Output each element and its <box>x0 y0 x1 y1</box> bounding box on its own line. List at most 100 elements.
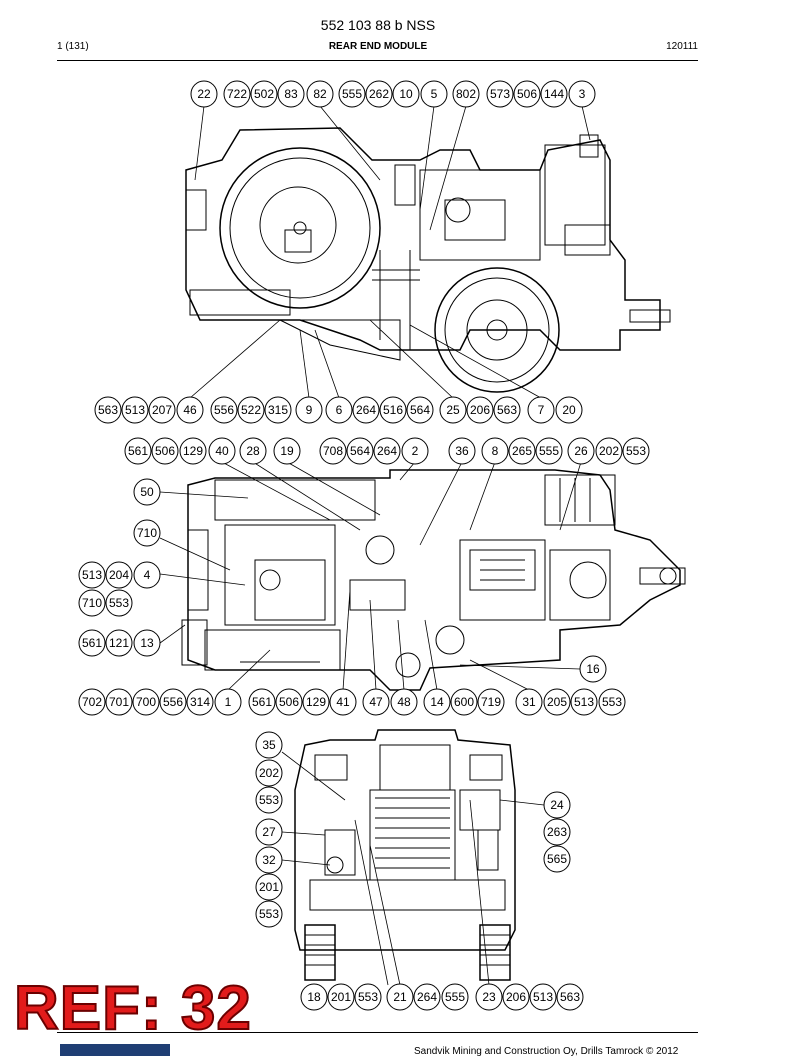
svg-text:553: 553 <box>626 444 646 458</box>
callout-bubble: 556 <box>210 396 238 424</box>
callout-bubble: 262 <box>365 80 393 108</box>
callout-bubble: 561 <box>248 688 276 716</box>
callout-bubble: 513 <box>78 561 106 589</box>
svg-text:553: 553 <box>259 907 279 921</box>
callout-bubble: 40 <box>208 437 236 465</box>
callout-bubble: 28 <box>239 437 267 465</box>
copyright-notice: Sandvik Mining and Construction Oy, Dril… <box>414 1046 679 1057</box>
callout-bubble: 36 <box>448 437 476 465</box>
svg-text:23: 23 <box>482 990 496 1004</box>
svg-text:553: 553 <box>109 596 129 610</box>
callout-bubble: 553 <box>622 437 650 465</box>
svg-text:31: 31 <box>522 695 536 709</box>
top-view <box>181 469 686 691</box>
callout-bubble: 700 <box>132 688 160 716</box>
callout-bubble: 553 <box>598 688 626 716</box>
callout-bubble: 555 <box>535 437 563 465</box>
svg-text:35: 35 <box>262 738 276 752</box>
svg-text:16: 16 <box>586 662 600 676</box>
callout-bubble: 710 <box>133 519 161 547</box>
svg-text:702: 702 <box>82 695 102 709</box>
callout-bubble: 10 <box>392 80 420 108</box>
callout-bubble: 506 <box>513 80 541 108</box>
svg-text:565: 565 <box>547 852 567 866</box>
svg-text:36: 36 <box>455 444 469 458</box>
callout-bubble: 144 <box>540 80 568 108</box>
callout-bubble: 802 <box>452 80 480 108</box>
callout-bubble: 561 <box>78 629 106 657</box>
svg-text:47: 47 <box>369 695 383 709</box>
callout-bubble: 48 <box>390 688 418 716</box>
callout-bubble: 265 <box>508 437 536 465</box>
svg-text:516: 516 <box>383 403 403 417</box>
callout-bubble: 23 <box>475 983 503 1011</box>
svg-text:2: 2 <box>412 444 419 458</box>
callout-bubble: 6 <box>325 396 353 424</box>
callout-bubble: 46 <box>176 396 204 424</box>
rear-view <box>294 729 516 981</box>
svg-text:556: 556 <box>214 403 234 417</box>
callout-bubble: 564 <box>346 437 374 465</box>
callout-bubble: 206 <box>466 396 494 424</box>
svg-text:263: 263 <box>547 825 567 839</box>
callout-bubble: 207 <box>148 396 176 424</box>
callout-bubble: 50 <box>133 478 161 506</box>
svg-text:202: 202 <box>599 444 619 458</box>
callout-bubble: 201 <box>327 983 355 1011</box>
callout-bubble: 522 <box>237 396 265 424</box>
callout-bubble: 263 <box>543 818 571 846</box>
callout-bubble: 600 <box>450 688 478 716</box>
svg-text:46: 46 <box>183 403 197 417</box>
svg-text:25: 25 <box>446 403 460 417</box>
svg-text:24: 24 <box>550 798 564 812</box>
svg-text:573: 573 <box>490 87 510 101</box>
svg-text:264: 264 <box>356 403 376 417</box>
callout-bubble: 561 <box>124 437 152 465</box>
callout-bubble: 553 <box>255 900 283 928</box>
callout-bubble: 121 <box>105 629 133 657</box>
callout-bubble: 708 <box>319 437 347 465</box>
callout-bubble: 563 <box>94 396 122 424</box>
svg-text:555: 555 <box>445 990 465 1004</box>
svg-text:40: 40 <box>215 444 229 458</box>
svg-text:513: 513 <box>574 695 594 709</box>
svg-text:201: 201 <box>259 880 279 894</box>
svg-text:19: 19 <box>280 444 294 458</box>
callout-bubble: 573 <box>486 80 514 108</box>
callout-bubble: 31 <box>515 688 543 716</box>
svg-text:13: 13 <box>140 636 154 650</box>
svg-text:20: 20 <box>562 403 576 417</box>
callout-bubble: 41 <box>329 688 357 716</box>
svg-text:14: 14 <box>430 695 444 709</box>
callout-bubble: 2 <box>401 437 429 465</box>
callout-bubble: 506 <box>275 688 303 716</box>
svg-text:264: 264 <box>417 990 437 1004</box>
svg-text:121: 121 <box>109 636 129 650</box>
callout-bubble: 314 <box>186 688 214 716</box>
svg-text:26: 26 <box>574 444 588 458</box>
callout-bubble: 722 <box>223 80 251 108</box>
svg-text:561: 561 <box>128 444 148 458</box>
svg-text:27: 27 <box>262 825 276 839</box>
svg-text:21: 21 <box>393 990 407 1004</box>
svg-text:7: 7 <box>538 403 545 417</box>
callout-bubble: 205 <box>543 688 571 716</box>
callout-bubble: 4 <box>133 561 161 589</box>
svg-text:710: 710 <box>137 526 157 540</box>
svg-text:708: 708 <box>323 444 343 458</box>
callout-bubble: 516 <box>379 396 407 424</box>
footer-divider <box>57 1032 698 1033</box>
callout-bubble: 555 <box>338 80 366 108</box>
callout-bubble: 25 <box>439 396 467 424</box>
svg-text:556: 556 <box>163 695 183 709</box>
callout-bubble: 555 <box>441 983 469 1011</box>
svg-text:32: 32 <box>262 853 276 867</box>
svg-text:802: 802 <box>456 87 476 101</box>
callout-bubble: 563 <box>493 396 521 424</box>
callout-bubble: 20 <box>555 396 583 424</box>
document-code: 120111 <box>666 41 698 52</box>
svg-text:722: 722 <box>227 87 247 101</box>
svg-text:264: 264 <box>377 444 397 458</box>
svg-text:129: 129 <box>306 695 326 709</box>
